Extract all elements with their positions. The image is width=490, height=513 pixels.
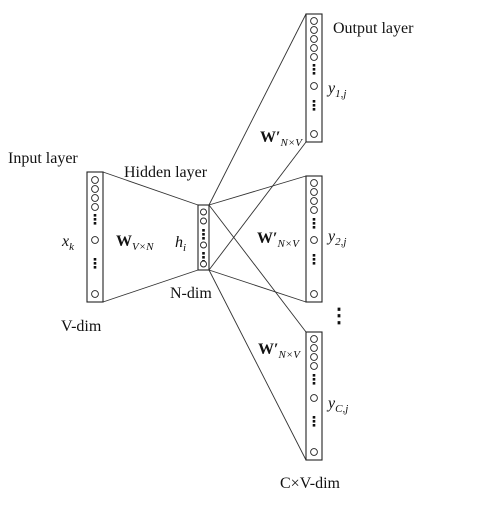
- ellipsis-dot: [202, 256, 205, 259]
- ellipsis-dot: [202, 233, 205, 236]
- neuron-node: [310, 130, 318, 138]
- hidden-vector-label: hi: [175, 234, 186, 254]
- neuron-node: [310, 362, 318, 370]
- ellipsis-dot: [93, 214, 97, 217]
- hidden-outputc-bottom-line: [208, 269, 307, 461]
- neuron-node: [310, 82, 318, 90]
- cxv-dim-label: C×V-dim: [280, 475, 341, 492]
- neuron-node: [310, 53, 318, 61]
- input-layer-label: Input layer: [8, 150, 78, 167]
- ellipsis-dot: [312, 258, 316, 261]
- hidden-output1-bottom-line: [208, 141, 307, 271]
- hidden-output1-top-line: [208, 13, 307, 206]
- output-weight-label-2: W′N×V: [257, 230, 300, 250]
- input-hidden-top-line: [102, 171, 199, 206]
- ellipsis-dot: [312, 64, 316, 67]
- output-label-yc: yC,j: [326, 395, 348, 415]
- neuron-node: [310, 35, 318, 43]
- output-label-y2: y2,j: [326, 228, 346, 248]
- ellipsis-dot: [202, 237, 205, 240]
- neuron-node: [310, 236, 318, 244]
- neuron-node: [310, 197, 318, 205]
- output-label-y1: y1,j: [326, 80, 346, 100]
- ellipsis-dot: [202, 252, 205, 255]
- ellipsis-dot: [312, 222, 316, 225]
- neuron-node: [310, 179, 318, 187]
- ellipsis-dot: [202, 229, 205, 232]
- hidden-layer-column: [197, 204, 210, 271]
- hidden-outputc-top-line: [208, 204, 307, 333]
- input-weight-label: WV×N: [116, 233, 154, 253]
- neuron-node: [91, 236, 99, 244]
- ellipsis-dot: [312, 218, 316, 221]
- hidden-output2-top-line: [208, 175, 307, 206]
- ellipsis-dot: [312, 382, 316, 385]
- neuron-node: [310, 44, 318, 52]
- ellipsis-dot: [312, 254, 316, 257]
- neuron-node: [200, 217, 207, 225]
- ellipsis-dot: [312, 104, 316, 107]
- neuron-node: [91, 203, 99, 211]
- input-hidden-bottom-line: [102, 269, 199, 303]
- ellipsis-dot: [93, 262, 97, 265]
- hidden-output2-bottom-line: [208, 269, 307, 303]
- ellipsis-dot: [93, 258, 97, 261]
- ellipsis-dot: [312, 100, 316, 103]
- neuron-node: [310, 448, 318, 456]
- ellipsis-dot: [312, 108, 316, 111]
- ellipsis-dot: [312, 262, 316, 265]
- ellipsis-dot: [312, 68, 316, 71]
- ellipsis-dot: [312, 378, 316, 381]
- neuron-node: [91, 176, 99, 184]
- ellipsis-dot: [312, 424, 316, 427]
- ellipsis-dot: [312, 420, 316, 423]
- neuron-node: [91, 185, 99, 193]
- output-weight-label-c: W′N×V: [258, 341, 301, 361]
- ellipsis-dot: [312, 226, 316, 229]
- neuron-node: [310, 394, 318, 402]
- neuron-node: [310, 353, 318, 361]
- n-dim-label: N-dim: [170, 285, 212, 302]
- output-layer-label: Output layer: [333, 20, 414, 37]
- neuron-node: [310, 206, 318, 214]
- neuron-node: [310, 26, 318, 34]
- neuron-node: [310, 335, 318, 343]
- neuron-node: [91, 290, 99, 298]
- hidden-layer-label: Hidden layer: [124, 164, 208, 181]
- neuron-node: [91, 194, 99, 202]
- ellipsis-dot: [93, 222, 97, 225]
- output-weight-label-1: W′N×V: [260, 129, 303, 149]
- neuron-node: [200, 241, 207, 249]
- ellipsis-dot: [93, 218, 97, 221]
- neuron-node: [310, 188, 318, 196]
- input-vector-label: xk: [61, 233, 75, 253]
- output-ellipsis: ⋮: [329, 305, 349, 327]
- neuron-node: [310, 17, 318, 25]
- ellipsis-dot: [312, 72, 316, 75]
- input-layer-column: [86, 171, 104, 303]
- neuron-node: [310, 344, 318, 352]
- ellipsis-dot: [93, 266, 97, 269]
- neuron-node: [310, 290, 318, 298]
- neuron-node: [200, 260, 207, 268]
- output-column-2: [305, 175, 323, 303]
- ellipsis-dot: [312, 374, 316, 377]
- neuron-node: [200, 208, 207, 216]
- ellipsis-dot: [312, 416, 316, 419]
- v-dim-label: V-dim: [61, 318, 102, 335]
- output-column-1: [305, 13, 323, 143]
- output-column-c: [305, 331, 323, 461]
